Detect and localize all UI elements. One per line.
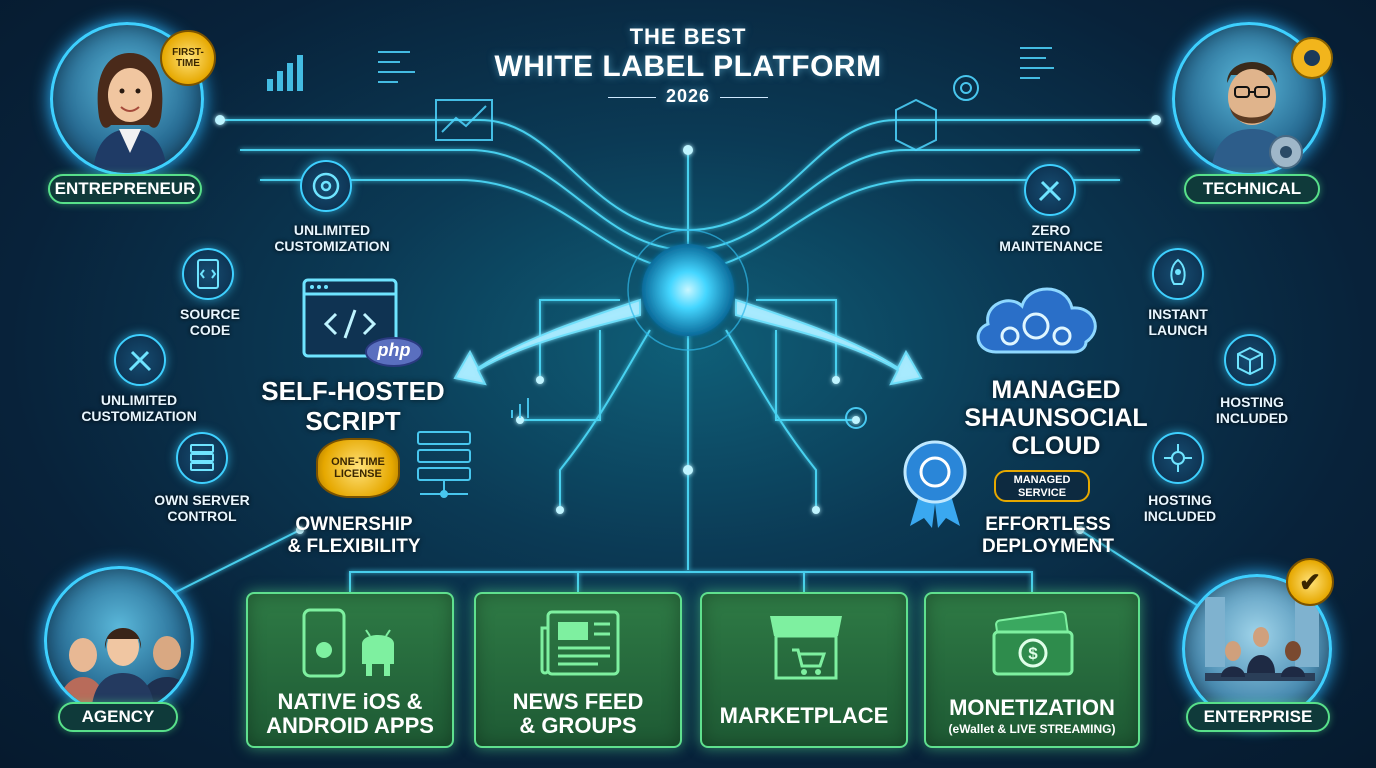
- gear-icon: [1291, 37, 1333, 79]
- persona-enterprise[interactable]: ENTERPRISE: [1186, 702, 1330, 732]
- feature-own-server: OWN SERVER CONTROL: [154, 492, 250, 524]
- tools-feature-icon: [1024, 164, 1076, 216]
- award-ribbon-icon: [903, 440, 967, 528]
- card-news-feed[interactable]: NEWS FEED & GROUPS: [474, 592, 682, 748]
- managed-title-line3: CLOUD: [1011, 432, 1101, 460]
- feature-zero-maintenance: ZERO MAINTENANCE: [999, 222, 1103, 254]
- divider: [607, 96, 656, 98]
- header-title: WHITE LABEL PLATFORM: [494, 50, 882, 83]
- feature-unlimited-customization: UNLIMITED CUSTOMIZATION: [81, 392, 197, 424]
- server-icon: [176, 432, 228, 484]
- team-icon: [57, 628, 191, 713]
- card-monetization-line2: (eWallet & LIVE STREAMING): [948, 722, 1116, 736]
- card-monetization[interactable]: $ MONETIZATION (eWallet & LIVE STREAMING…: [924, 592, 1140, 748]
- rocket-launch-icon: [1170, 258, 1186, 285]
- gear-icon: [312, 172, 340, 200]
- header-line1: THE BEST: [629, 24, 747, 49]
- persona-entrepreneur[interactable]: ENTREPRENEUR: [48, 174, 202, 204]
- divider: [720, 96, 769, 98]
- card-marketplace[interactable]: MARKETPLACE: [700, 592, 908, 748]
- ownership-line1: OWNERSHIP: [295, 514, 413, 535]
- feature-customization-top: UNLIMITED CUSTOMIZATION: [274, 222, 390, 254]
- rocket-icon: [1152, 248, 1204, 300]
- code-window-icon: [302, 278, 423, 367]
- feature-hosting-included-1: HOSTING INCLUDED: [1215, 394, 1289, 426]
- feature-hosting-included-2: HOSTING INCLUDED: [1143, 492, 1217, 524]
- cloud-icon: [976, 287, 1097, 354]
- package-icon: [1237, 346, 1263, 376]
- self-hosted-title-line1: SELF-HOSTED: [261, 376, 445, 406]
- card-native-apps[interactable]: NATIVE iOS & ANDROID APPS: [246, 592, 454, 748]
- managed-title-line1: MANAGED: [991, 376, 1121, 404]
- header-year-row: 2026: [0, 86, 1376, 107]
- card-news-feed-line2: & GROUPS: [519, 713, 637, 738]
- deployment-subtitle: EFFORTLESS DEPLOYMENT: [960, 514, 1136, 558]
- tools-icon: [114, 334, 166, 386]
- check-icon: ✔: [1286, 558, 1334, 606]
- server-rack-icon: [190, 444, 214, 471]
- ownership-subtitle: OWNERSHIP & FLEXIBILITY: [266, 514, 442, 558]
- storefront-icon: [770, 616, 842, 680]
- card-marketplace-label: MARKETPLACE: [719, 703, 889, 728]
- self-hosted-title: SELF-HOSTED SCRIPT: [248, 376, 458, 436]
- gear-icon: [1269, 135, 1303, 169]
- svg-text:$: $: [1028, 644, 1038, 663]
- persona-technical[interactable]: TECHNICAL: [1184, 174, 1320, 204]
- network-icon: [1164, 444, 1192, 472]
- feature-instant-launch: INSTANT LAUNCH: [1148, 306, 1208, 338]
- card-monetization-line1: MONETIZATION: [949, 695, 1115, 720]
- first-time-badge: FIRST-TIME: [160, 30, 216, 86]
- code-file-icon: [197, 259, 219, 289]
- wrench-icon: [128, 350, 152, 372]
- agency-avatar: [44, 566, 194, 716]
- person-icon: [93, 53, 167, 173]
- managed-cloud-title: MANAGED SHAUNSOCIAL CLOUD: [958, 376, 1154, 460]
- managed-service-badge: MANAGED SERVICE: [994, 470, 1090, 502]
- managed-title-line2: SHAUNSOCIAL: [964, 404, 1148, 432]
- php-label: php: [377, 340, 411, 360]
- self-hosted-title-line2: SCRIPT: [305, 406, 401, 436]
- box-icon: [1224, 334, 1276, 386]
- feature-source-code: SOURCE CODE: [180, 306, 240, 338]
- card-native-apps-line2: ANDROID APPS: [266, 713, 434, 738]
- entrepreneur-avatar: [50, 22, 204, 176]
- deployment-line1: EFFORTLESS: [985, 514, 1111, 535]
- persona-agency[interactable]: AGENCY: [58, 702, 178, 732]
- hosting-icon: [1152, 432, 1204, 484]
- card-native-apps-line1: NATIVE iOS &: [277, 689, 423, 714]
- mobile-apps-icon: [302, 608, 394, 678]
- header-year: 2026: [665, 86, 711, 106]
- ownership-line2: & FLEXIBILITY: [287, 536, 421, 557]
- newspaper-icon: [540, 610, 620, 676]
- money-icon: $: [992, 610, 1074, 676]
- source-code-icon: [182, 248, 234, 300]
- license-badge: ONE-TIME LICENSE: [316, 438, 400, 498]
- card-news-feed-line1: NEWS FEED: [512, 689, 644, 714]
- person-icon: [1211, 62, 1293, 173]
- deployment-line2: DEPLOYMENT: [982, 536, 1114, 557]
- settings-feature-icon: [300, 160, 352, 212]
- wrench-icon: [1038, 180, 1062, 202]
